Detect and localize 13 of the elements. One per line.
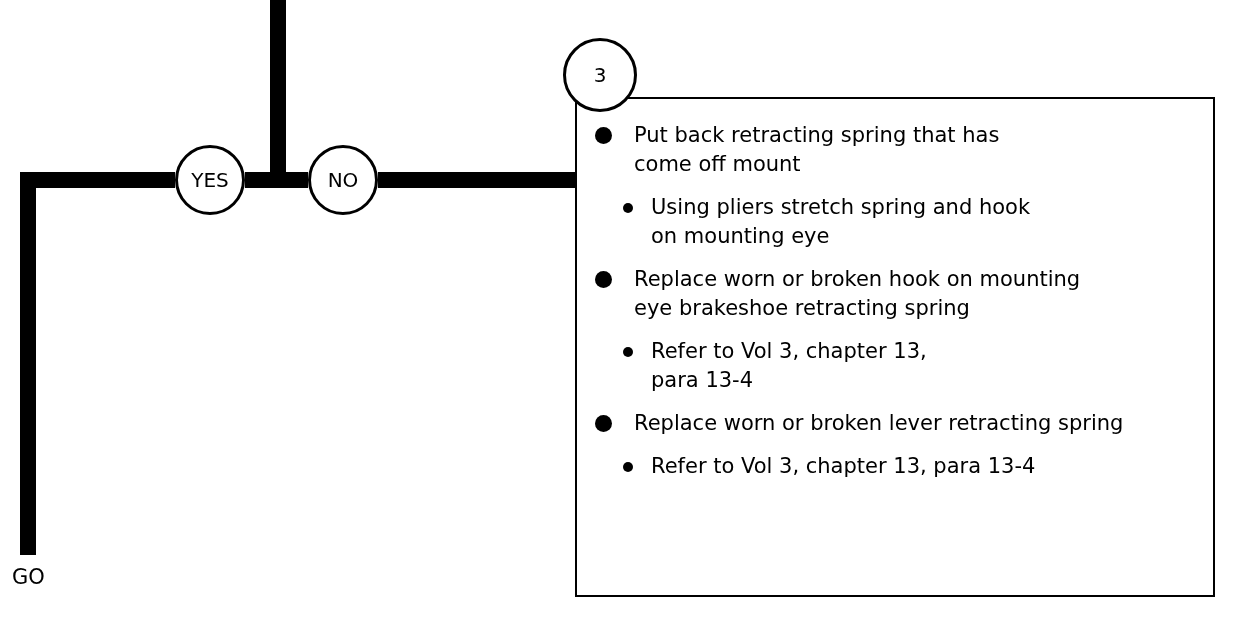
label-circle: NO [308,145,378,215]
step-text: Using pliers stretch spring and hook on mounting eye [651,194,1032,250]
end-label: GO [12,565,72,589]
step-text: Put back retracting spring that has come off mount [634,122,1001,178]
step-text: Replace worn or broken hook on mounting eye brakeshoe retracting spring [634,266,1082,322]
step-text: Refer to Vol 3, chapter 13, para 13-4 [651,338,928,394]
flow-line [378,172,575,188]
step-box [575,97,1215,597]
label-circle: 3 [563,38,637,112]
flow-line [20,172,175,555]
step-text: Refer to Vol 3, chapter 13, para 13-4 [651,453,1036,480]
step-text: Replace worn or broken lever retracting spring [634,410,1124,437]
label-circle: YES [175,145,245,215]
